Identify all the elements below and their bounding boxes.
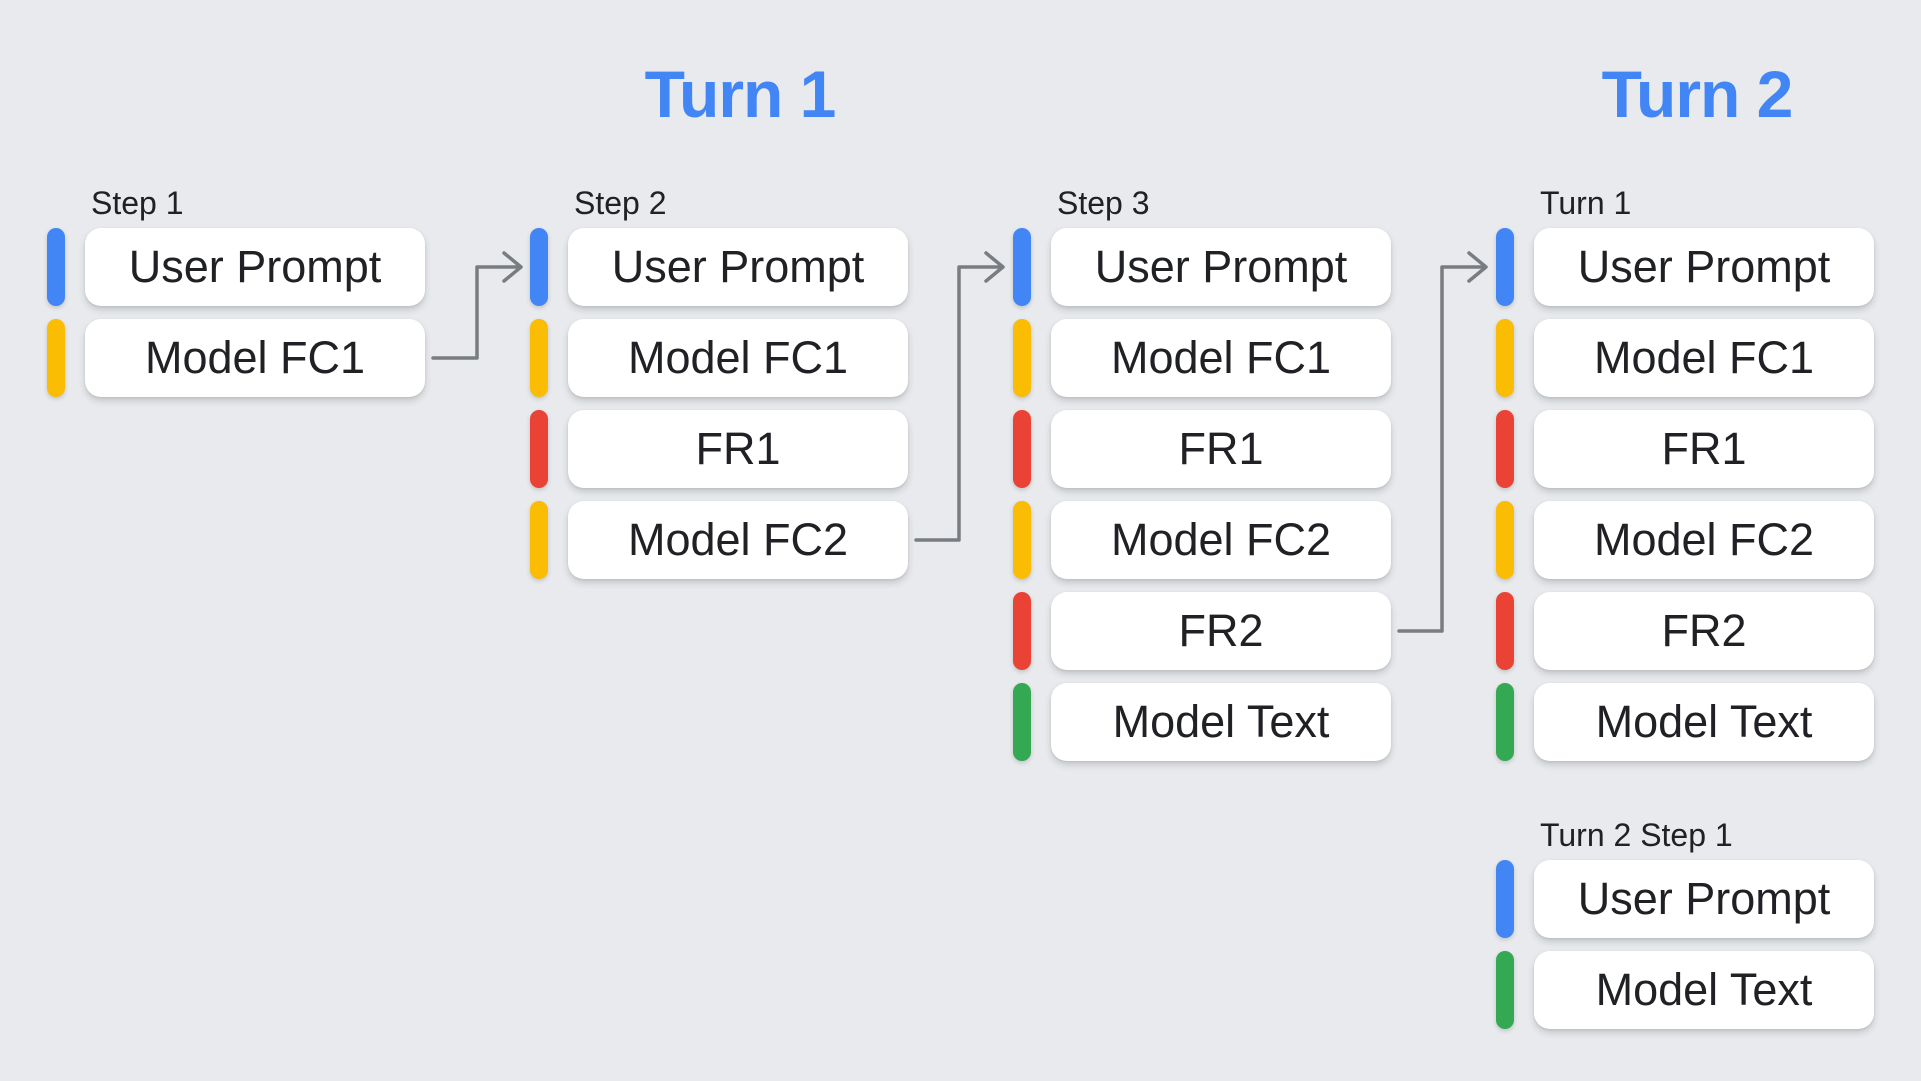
turn1-user-prompt-card: User Prompt bbox=[1534, 228, 1874, 306]
step1-model-fc1-card: Model FC1 bbox=[85, 319, 425, 397]
function-response-role-bar bbox=[530, 410, 548, 488]
arrow-step1-to-step2 bbox=[431, 251, 523, 360]
step2-user-prompt-card: User Prompt bbox=[568, 228, 908, 306]
step3-model-fc2-row: Model FC2 bbox=[1013, 501, 1391, 579]
step3-fr2-row: FR2 bbox=[1013, 592, 1391, 670]
user-role-bar bbox=[1496, 860, 1514, 938]
function-response-role-bar bbox=[1496, 592, 1514, 670]
column-turn1-history: Turn 1 User Prompt Model FC1 FR1 Model F… bbox=[1496, 186, 1874, 774]
turn2-user-prompt-card: User Prompt bbox=[1534, 860, 1874, 938]
step3-fr1-row: FR1 bbox=[1013, 410, 1391, 488]
model-text-role-bar bbox=[1013, 683, 1031, 761]
arrow-step2-to-step3-line bbox=[914, 265, 1003, 542]
column-turn2-step1: Turn 2 Step 1 User Prompt Model Text bbox=[1496, 818, 1874, 1042]
arrow-step3-to-turn1 bbox=[1397, 251, 1488, 633]
step3-model-fc1-card: Model FC1 bbox=[1051, 319, 1391, 397]
step3-user-prompt-row: User Prompt bbox=[1013, 228, 1391, 306]
arrow-step3-to-turn1-head-icon bbox=[1467, 251, 1488, 283]
function-response-role-bar bbox=[1496, 410, 1514, 488]
column-step1: Step 1 User Prompt Model FC1 bbox=[47, 186, 425, 410]
step3-model-text-card: Model Text bbox=[1051, 683, 1391, 761]
step2-fr1-card: FR1 bbox=[568, 410, 908, 488]
model-fc-role-bar bbox=[530, 501, 548, 579]
turn1-fr2-card: FR2 bbox=[1534, 592, 1874, 670]
step1-user-prompt-card: User Prompt bbox=[85, 228, 425, 306]
model-fc-role-bar bbox=[1013, 501, 1031, 579]
step3-model-fc1-row: Model FC1 bbox=[1013, 319, 1391, 397]
function-response-role-bar bbox=[1013, 410, 1031, 488]
arrow-step2-to-step3 bbox=[914, 251, 1005, 542]
step3-fr2-card: FR2 bbox=[1051, 592, 1391, 670]
column-step3-label: Step 3 bbox=[1057, 185, 1150, 221]
step3-model-text-row: Model Text bbox=[1013, 683, 1391, 761]
turn2-model-text-row: Model Text bbox=[1496, 951, 1874, 1029]
step3-user-prompt-card: User Prompt bbox=[1051, 228, 1391, 306]
model-fc-role-bar bbox=[47, 319, 65, 397]
step2-model-fc2-card: Model FC2 bbox=[568, 501, 908, 579]
function-response-role-bar bbox=[1013, 592, 1031, 670]
turn1-user-prompt-row: User Prompt bbox=[1496, 228, 1874, 306]
step1-model-fc1-row: Model FC1 bbox=[47, 319, 425, 397]
turn1-model-text-row: Model Text bbox=[1496, 683, 1874, 761]
column-step2-label: Step 2 bbox=[574, 185, 667, 221]
column-turn1-history-label: Turn 1 bbox=[1540, 185, 1632, 221]
model-fc-role-bar bbox=[530, 319, 548, 397]
column-step2: Step 2 User Prompt Model FC1 FR1 Model F… bbox=[530, 186, 908, 592]
user-role-bar bbox=[1496, 228, 1514, 306]
turn1-model-fc2-row: Model FC2 bbox=[1496, 501, 1874, 579]
arrow-step1-to-step2-head-icon bbox=[502, 251, 523, 283]
turn2-model-text-card: Model Text bbox=[1534, 951, 1874, 1029]
turn2-user-prompt-row: User Prompt bbox=[1496, 860, 1874, 938]
user-role-bar bbox=[47, 228, 65, 306]
model-text-role-bar bbox=[1496, 683, 1514, 761]
step2-user-prompt-row: User Prompt bbox=[530, 228, 908, 306]
model-fc-role-bar bbox=[1013, 319, 1031, 397]
user-role-bar bbox=[1013, 228, 1031, 306]
step3-fr1-card: FR1 bbox=[1051, 410, 1391, 488]
model-fc-role-bar bbox=[1496, 319, 1514, 397]
turn1-fr1-row: FR1 bbox=[1496, 410, 1874, 488]
model-fc-role-bar bbox=[1496, 501, 1514, 579]
arrow-step2-to-step3-head-icon bbox=[984, 251, 1005, 283]
turn2-title: Turn 2 bbox=[1601, 57, 1794, 131]
step2-fr1-row: FR1 bbox=[530, 410, 908, 488]
arrow-step3-to-turn1-line bbox=[1397, 265, 1486, 633]
column-step3: Step 3 User Prompt Model FC1 FR1 Model F… bbox=[1013, 186, 1391, 774]
step3-model-fc2-card: Model FC2 bbox=[1051, 501, 1391, 579]
turn1-fr1-card: FR1 bbox=[1534, 410, 1874, 488]
column-step1-label: Step 1 bbox=[91, 185, 184, 221]
step1-user-prompt-row: User Prompt bbox=[47, 228, 425, 306]
turn1-title: Turn 1 bbox=[644, 57, 837, 131]
column-turn2-step1-label: Turn 2 Step 1 bbox=[1540, 817, 1733, 853]
turn1-model-fc1-row: Model FC1 bbox=[1496, 319, 1874, 397]
step2-model-fc2-row: Model FC2 bbox=[530, 501, 908, 579]
model-text-role-bar bbox=[1496, 951, 1514, 1029]
turn1-model-text-card: Model Text bbox=[1534, 683, 1874, 761]
turn1-model-fc2-card: Model FC2 bbox=[1534, 501, 1874, 579]
turn1-fr2-row: FR2 bbox=[1496, 592, 1874, 670]
step2-model-fc1-card: Model FC1 bbox=[568, 319, 908, 397]
step2-model-fc1-row: Model FC1 bbox=[530, 319, 908, 397]
arrow-step1-to-step2-line bbox=[431, 265, 521, 360]
turn1-model-fc1-card: Model FC1 bbox=[1534, 319, 1874, 397]
user-role-bar bbox=[530, 228, 548, 306]
